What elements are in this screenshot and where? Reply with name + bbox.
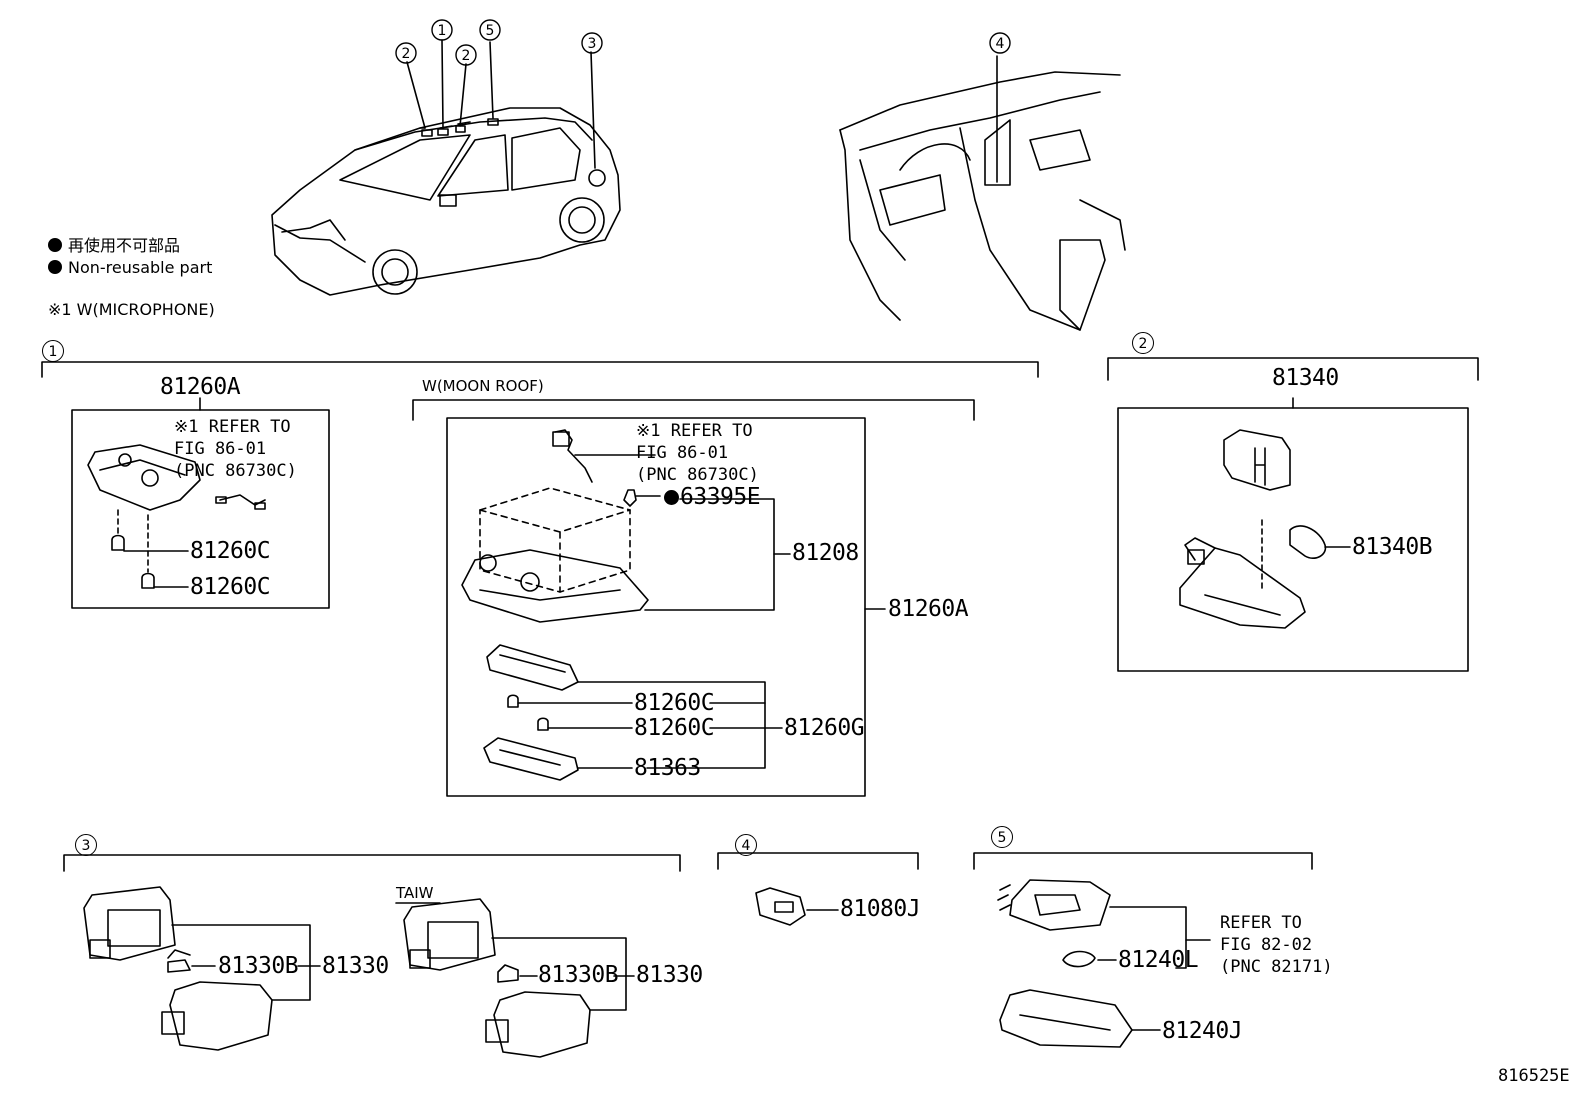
part-81260c-label: 81260C [190, 574, 271, 600]
figure-id: 816525E [1498, 1066, 1570, 1086]
legend-jp-text: 再使用不可部品 [68, 236, 181, 255]
non-reusable-dot-icon [664, 490, 679, 505]
part-81260g-label: 81260G [784, 715, 865, 741]
section2-box [1117, 397, 1469, 672]
part-81340-label: 81340 [1272, 365, 1339, 391]
moon-roof-label: W(MOON ROOF) [422, 377, 544, 395]
part-81260c-label: 81260C [634, 690, 715, 716]
part-81260c-label: 81260C [190, 538, 271, 564]
legend-note1: ※1 W(MICROPHONE) [48, 300, 215, 319]
section4-number: 4 [735, 834, 757, 856]
svg-text:2: 2 [402, 46, 411, 62]
section4-part [755, 887, 839, 926]
svg-text:1: 1 [438, 23, 447, 39]
dashboard-illustration [839, 55, 1126, 331]
section1-left-box [71, 397, 330, 609]
part-81330b-label: 81330B [218, 953, 299, 979]
part-81240l-label: 81240L [1118, 947, 1199, 973]
section2-number: 2 [1132, 332, 1154, 354]
part-63395e-label: 63395E [664, 484, 761, 510]
overview-callouts: 2 1 2 5 3 4 [395, 19, 1011, 66]
section5-number: 5 [991, 826, 1013, 848]
section5-parts [997, 879, 1211, 1048]
filled-dot-icon [48, 260, 62, 274]
section3-parts [83, 886, 635, 1058]
part-63395e-text: 63395E [680, 484, 761, 510]
legend-non-reusable-jp: 再使用不可部品 [48, 232, 180, 256]
section-brackets [41, 357, 1479, 872]
part-81208-label: 81208 [792, 540, 859, 566]
legend-en-text: Non-reusable part [68, 258, 213, 277]
svg-text:2: 2 [462, 48, 471, 64]
car-exterior-illustration [271, 39, 621, 296]
section1-number: 1 [42, 340, 64, 362]
part-81330-label: 81330 [636, 962, 703, 988]
refer-note-left: ※1 REFER TO FIG 86-01 (PNC 86730C) [174, 417, 297, 481]
filled-dot-icon [48, 238, 62, 252]
part-81340b-label: 81340B [1352, 534, 1433, 560]
svg-text:4: 4 [996, 36, 1005, 52]
section1-moonroof-box [446, 417, 886, 797]
svg-text:5: 5 [486, 23, 495, 39]
part-81330b-label: 81330B [538, 962, 619, 988]
part-81260c-label: 81260C [634, 715, 715, 741]
refer-note-moonroof: ※1 REFER TO FIG 86-01 (PNC 86730C) [636, 421, 759, 485]
part-81240j-label: 81240J [1162, 1018, 1243, 1044]
refer-note-section5: REFER TO FIG 82-02 (PNC 82171) [1220, 913, 1333, 977]
taiw-label: TAIW [396, 884, 434, 902]
part-81260a-label: 81260A [160, 374, 241, 400]
part-81363-label: 81363 [634, 755, 701, 781]
legend-non-reusable-en: Non-reusable part [48, 258, 212, 277]
part-81330-label: 81330 [322, 953, 389, 979]
section3-number: 3 [75, 834, 97, 856]
part-81080j-label: 81080J [840, 896, 921, 922]
part-81260a-moonroof-label: 81260A [888, 596, 969, 622]
svg-text:3: 3 [588, 36, 597, 52]
